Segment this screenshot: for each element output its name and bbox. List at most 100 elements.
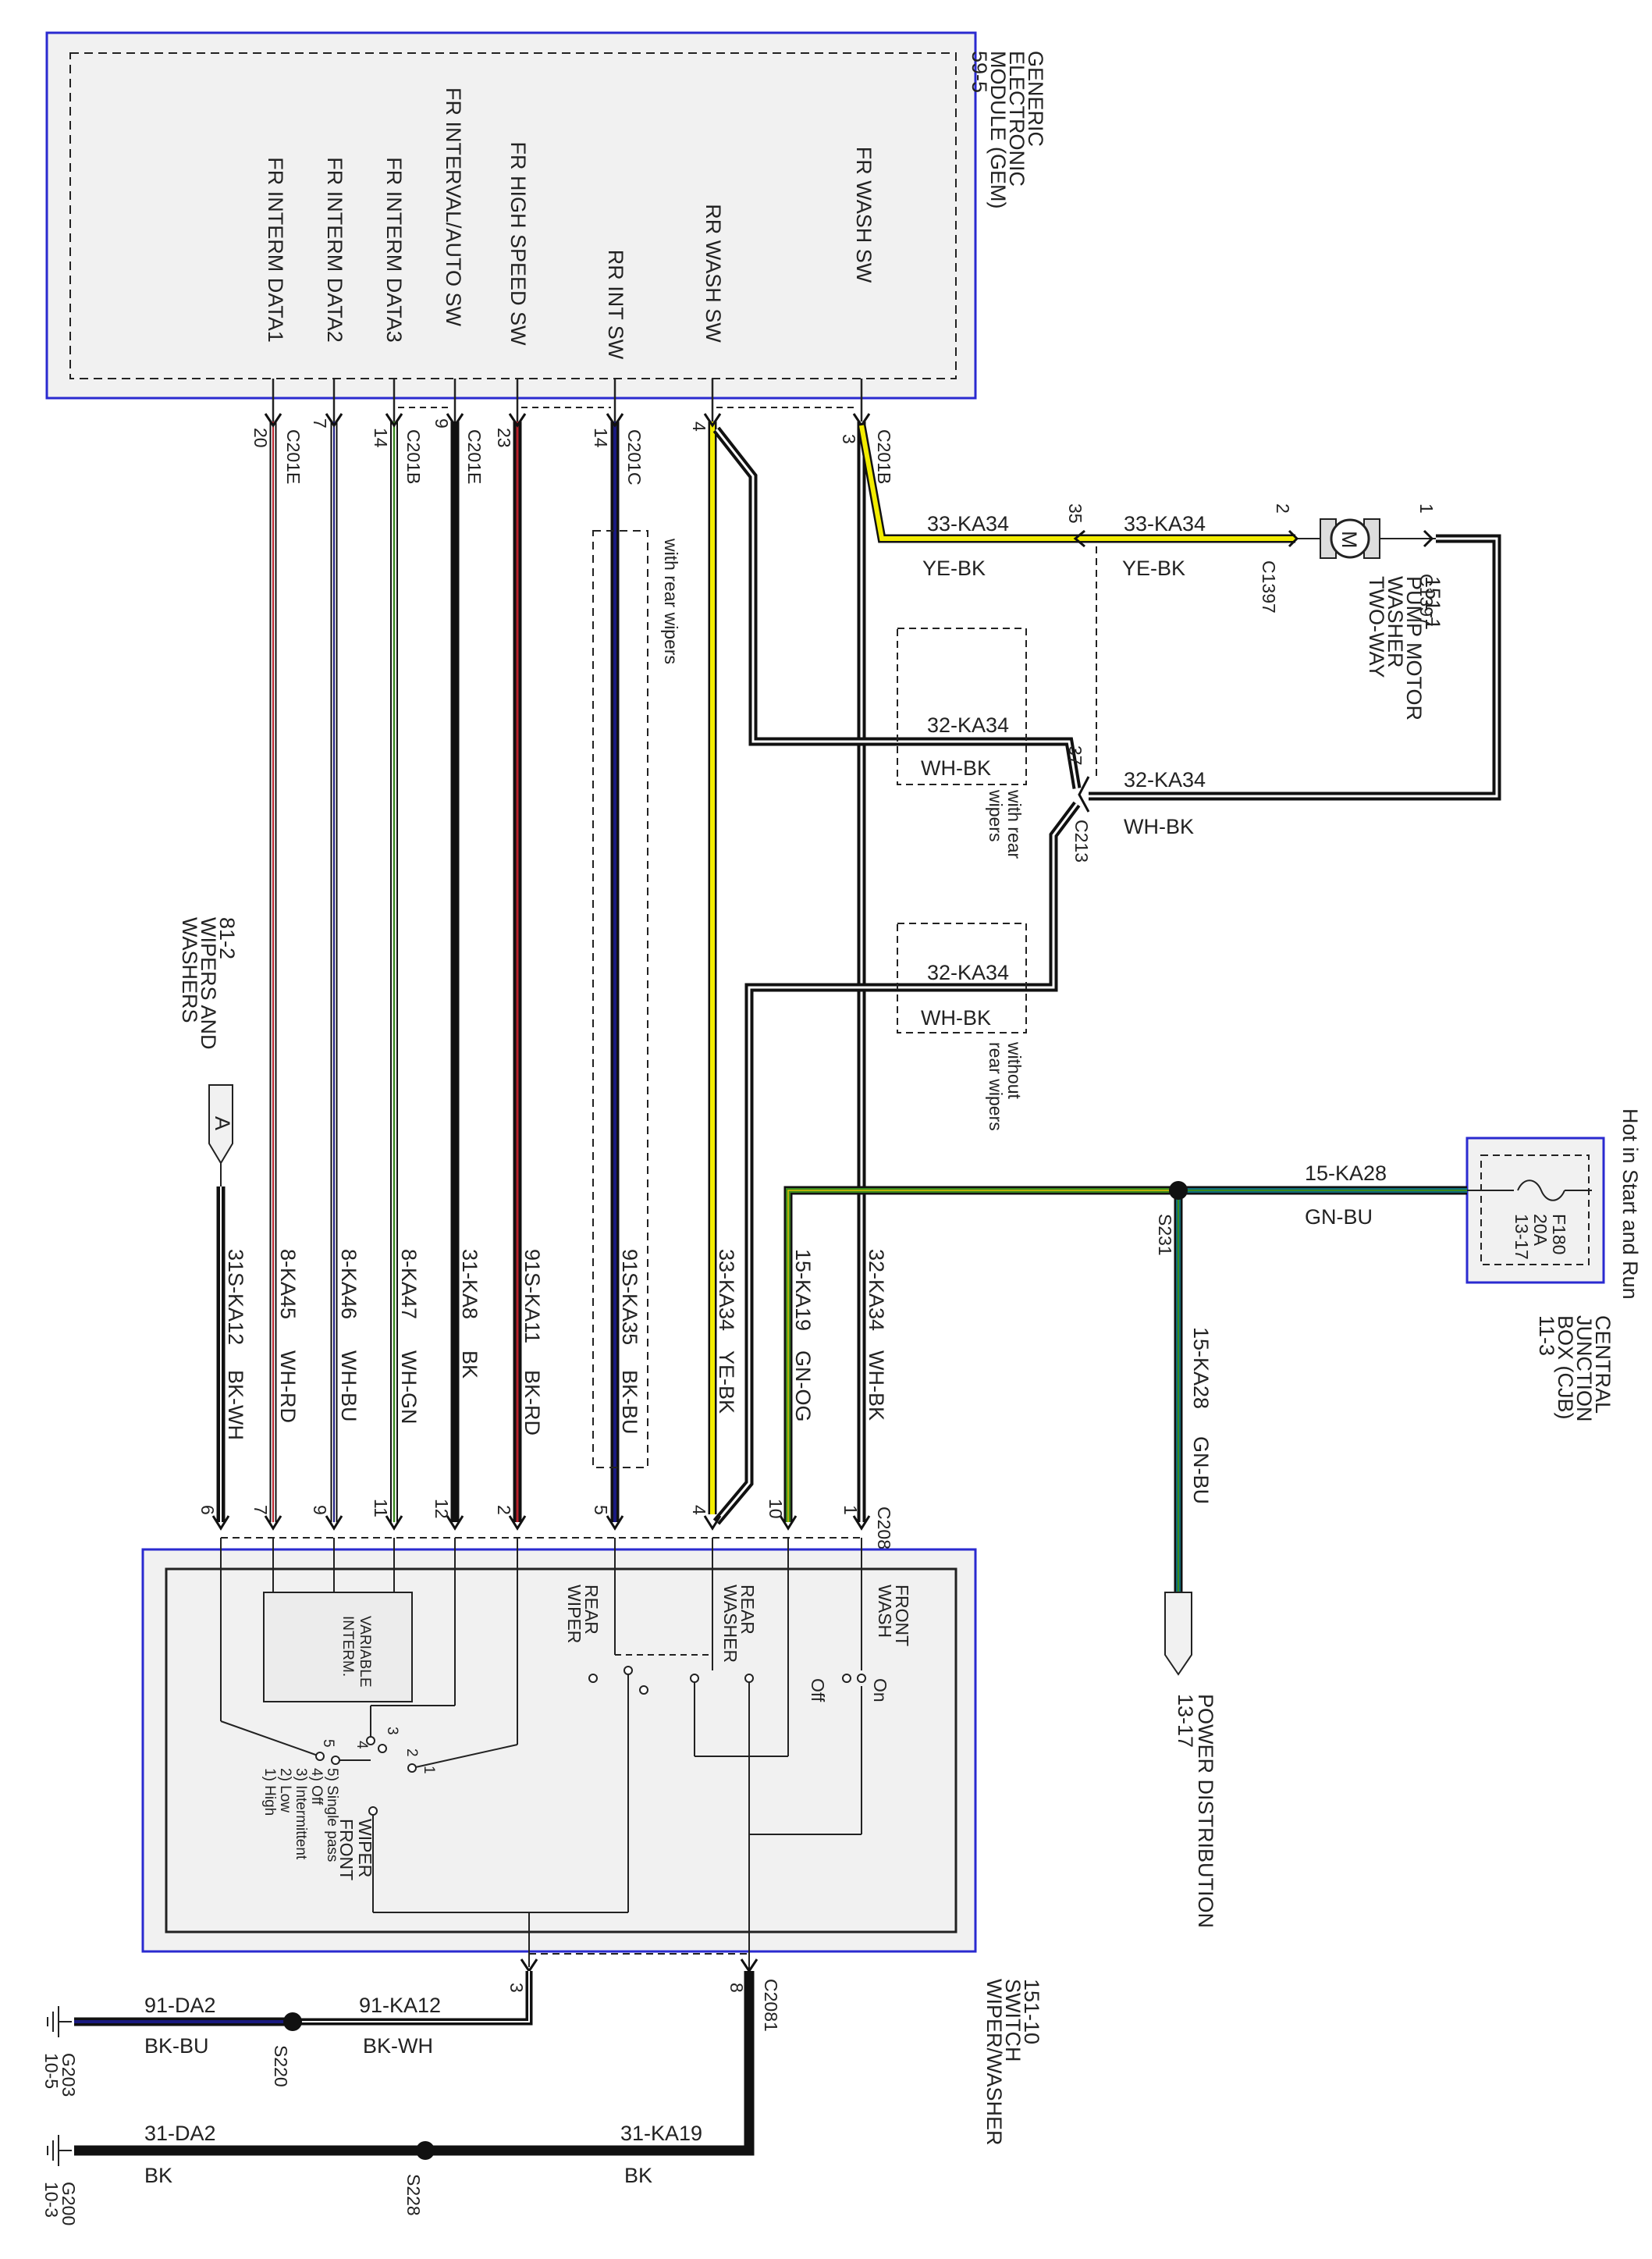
- gem-pin-label: FR INTERM DATA3: [382, 157, 406, 343]
- ground-symbol-g200: [47, 2135, 72, 2166]
- switch-contacts: [315, 1666, 866, 1816]
- top-connector-marks: [264, 413, 871, 428]
- gem-module-box: [45, 31, 977, 400]
- wipers-washers-ref: 81-2 WIPERS AND WASHERS: [178, 917, 239, 1050]
- splice-label: S220: [271, 2045, 291, 2087]
- svg-text:91S-KA11: 91S-KA11: [520, 1249, 544, 1343]
- svg-text:WIPER/WASHER: WIPER/WASHER: [982, 1979, 1006, 2146]
- motor-return-wire-core: [1089, 537, 1498, 798]
- power-distribution-tag: [1164, 1592, 1192, 1676]
- svg-text:rear wipers: rear wipers: [986, 1042, 1006, 1131]
- splice-s231: [1169, 1181, 1188, 1200]
- power-feed-wires: [1174, 1186, 1467, 1592]
- svg-text:WASH: WASH: [875, 1585, 895, 1638]
- svg-text:WH-BU: WH-BU: [337, 1350, 361, 1421]
- svg-text:2) Low: 2) Low: [277, 1768, 293, 1813]
- wire-label: 31-DA2: [144, 2122, 216, 2145]
- svg-text:C201B: C201B: [874, 429, 894, 484]
- vertical-wires: [216, 422, 1178, 1525]
- svg-text:3: 3: [384, 1727, 400, 1735]
- svg-text:WIPER: WIPER: [355, 1819, 375, 1877]
- c1397-chevron: [1423, 529, 1434, 548]
- svg-text:91S-KA35: 91S-KA35: [618, 1249, 641, 1345]
- vertical-wire-labels: 32-KA34 WH-BK 15-KA19 GN-OG 33-KA34 YE-B…: [224, 1249, 888, 1440]
- ground-symbol-g203: [47, 2006, 72, 2037]
- with-rear-wipers-box: [592, 530, 648, 1468]
- svg-text:151-10: 151-10: [1020, 1979, 1043, 2044]
- pump-title: TWO-WAY WASHER PUMP MOTOR 151-1: [1365, 576, 1444, 720]
- pump-feed-wire: [857, 425, 1295, 543]
- wire-color: WH-BK: [921, 1006, 991, 1030]
- svg-text:20A: 20A: [1530, 1214, 1551, 1247]
- svg-text:WH-RD: WH-RD: [276, 1350, 300, 1423]
- wire-label: 15-KA28: [1189, 1327, 1213, 1409]
- svg-text:5) Single pass: 5) Single pass: [324, 1768, 340, 1862]
- fuse-label: F180 20A 13-17: [1512, 1214, 1569, 1260]
- c1397-label: C1397: [1416, 574, 1437, 627]
- svg-text:PUMP MOTOR: PUMP MOTOR: [1402, 576, 1426, 720]
- svg-text:3) Intermittent: 3) Intermittent: [293, 1768, 309, 1860]
- cjb-title: CENTRAL JUNCTION BOX (CJB) 11-3: [1535, 1315, 1615, 1422]
- motor-symbol: M: [1338, 531, 1361, 549]
- svg-text:BK: BK: [458, 1350, 481, 1379]
- svg-text:ELECTRONIC: ELECTRONIC: [1005, 51, 1029, 187]
- gem-pin-stubs: [272, 379, 863, 422]
- cjb-box: [1465, 1137, 1605, 1284]
- wire-color: GN-BU: [1189, 1436, 1213, 1504]
- gem-pin-label: RR WASH SW: [702, 204, 725, 343]
- svg-text:10-3: 10-3: [41, 2182, 62, 2218]
- gem-pin-label: FR WASH SW: [852, 147, 876, 283]
- svg-text:BK-BU: BK-BU: [618, 1370, 641, 1435]
- c213-chevron: [1073, 529, 1085, 548]
- gem-pin-label: FR INTERM DATA2: [323, 157, 346, 343]
- svg-text:with rear: with rear: [1004, 789, 1025, 859]
- svg-text:WH-GN: WH-GN: [397, 1350, 421, 1424]
- splice-label: S228: [403, 2174, 424, 2216]
- svg-text:WH-BK: WH-BK: [865, 1350, 888, 1421]
- wire-color: YE-BK: [1122, 557, 1185, 580]
- svg-text:JUNCTION: JUNCTION: [1572, 1315, 1596, 1422]
- c1397-chevron: [1288, 529, 1299, 548]
- svg-text:31-KA8: 31-KA8: [458, 1249, 481, 1319]
- wire-label: 32-KA34: [927, 961, 1009, 984]
- svg-text:C201C: C201C: [624, 429, 645, 486]
- svg-text:G203: G203: [59, 2053, 79, 2097]
- svg-text:8-KA45: 8-KA45: [276, 1249, 300, 1319]
- ground-wires: [74, 1971, 755, 2156]
- with-rear-wipers-note: with rear wipers: [661, 538, 681, 664]
- top-connector-labels: 3 C201B 4 14 C201C 23 9 C201E 14 C201B 7…: [250, 418, 894, 486]
- wire-label: 91-KA12: [359, 1994, 441, 2017]
- svg-text:2: 2: [403, 1749, 420, 1757]
- variable-interm-label: VARIABLE INTERM.: [339, 1616, 373, 1688]
- switch-internal-wiring: [220, 1538, 862, 1994]
- svg-text:15-KA19: 15-KA19: [791, 1249, 815, 1331]
- splice-s228: [416, 2141, 435, 2160]
- svg-text:12: 12: [432, 1499, 452, 1519]
- svg-text:C201E: C201E: [464, 429, 485, 484]
- svg-text:INTERM.: INTERM.: [339, 1616, 356, 1677]
- c2081-pin: 8: [727, 1983, 747, 1993]
- ground-label-g203: G203 10-5: [41, 2053, 79, 2097]
- svg-text:13-17: 13-17: [1512, 1214, 1532, 1260]
- c213-chevron: [1078, 776, 1090, 813]
- wire-color: WH-BK: [921, 756, 991, 780]
- svg-text:3: 3: [839, 434, 859, 444]
- svg-text:GENERIC: GENERIC: [1024, 51, 1047, 147]
- svg-text:9: 9: [310, 1505, 330, 1515]
- switch-title: WIPER/WASHER SWITCH 151-10: [982, 1979, 1043, 2146]
- c213-pin35: 35: [1065, 503, 1085, 524]
- c213-label: C213: [1071, 820, 1092, 863]
- svg-text:13-17: 13-17: [1174, 1694, 1197, 1748]
- svg-text:8-KA46: 8-KA46: [337, 1249, 361, 1319]
- svg-text:wipers: wipers: [986, 789, 1006, 841]
- svg-text:BOX (CJB): BOX (CJB): [1554, 1315, 1577, 1420]
- c2081-bottom-marks: [520, 1958, 758, 1973]
- gem-pin-label: FR INTERVAL/AUTO SW: [442, 87, 465, 327]
- splice-s220: [283, 2012, 302, 2031]
- svg-text:32-KA34: 32-KA34: [865, 1249, 888, 1331]
- svg-text:4) Off: 4) Off: [308, 1768, 325, 1805]
- svg-text:REAR: REAR: [737, 1585, 758, 1635]
- variable-interm-box: [263, 1592, 413, 1702]
- svg-text:C201B: C201B: [403, 429, 424, 484]
- svg-text:BK-RD: BK-RD: [520, 1370, 544, 1435]
